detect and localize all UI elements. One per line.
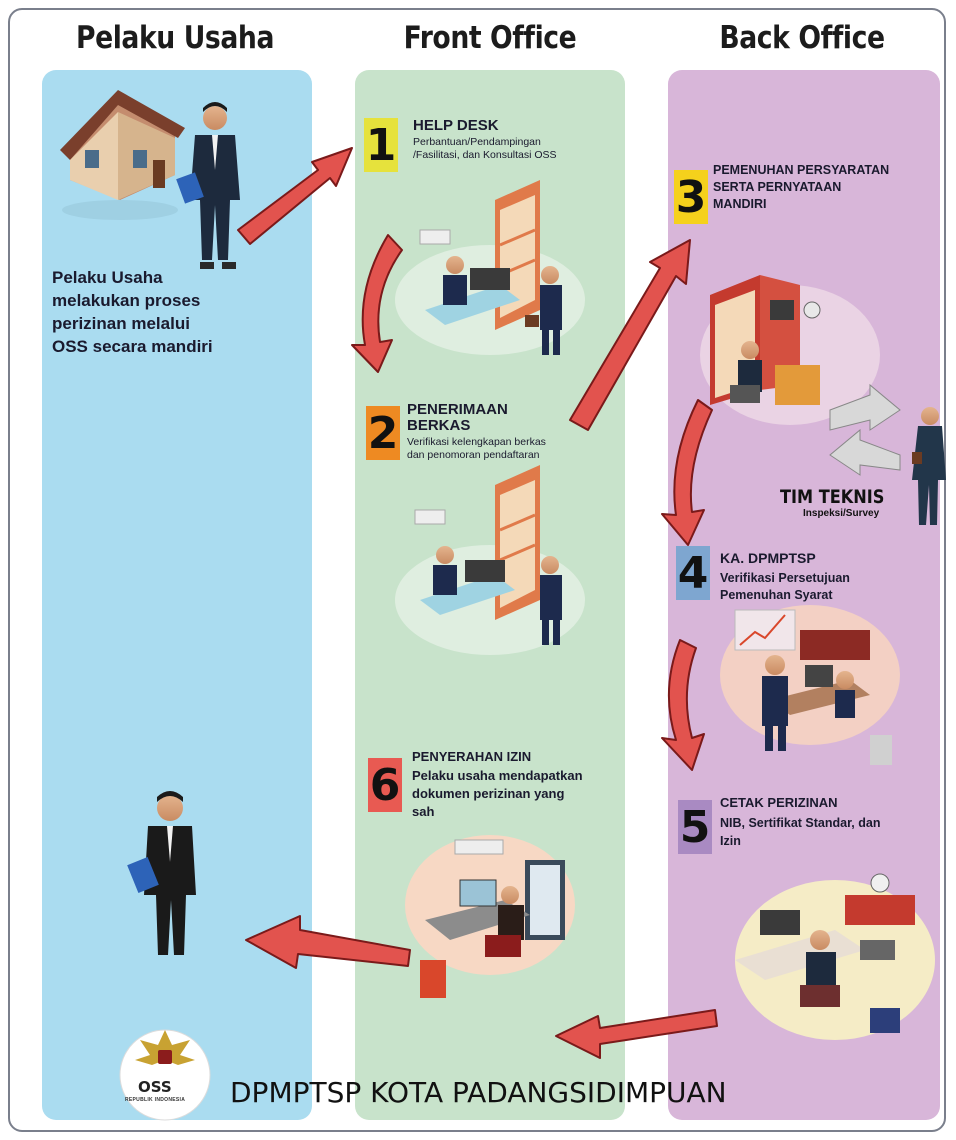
step-5-subtitle: NIB, Sertifikat Standar, dan Izin [720,814,880,850]
header-pelaku-usaha: Pelaku Usaha [75,20,275,56]
step-1-number: 1 [364,118,398,172]
office-scene-helpdesk [395,180,585,355]
step-2-subtitle: Verifikasi kelengkapan berkas dan penomo… [407,436,546,461]
oss-logo [119,1029,211,1121]
step-1-title: HELP DESK [413,117,499,134]
footer-title: DPMPTSP KOTA PADANGSIDIMPUAN [230,1076,727,1109]
step-1-sub-line-1: Perbantuan/Pendampingan [413,136,541,148]
step-1-subtitle: Perbantuan/Pendampingan /Fasilitasi, dan… [413,136,557,161]
tim-teknis-sublabel: Inspeksi/Survey [803,508,880,519]
office-scene-cetak [735,873,935,1040]
desc-line-2: melakukan proses [52,291,201,310]
tim-teknis-figure [912,407,946,525]
header-back-office: Back Office [719,20,885,56]
step-3-number: 3 [674,170,708,224]
step-6-sub-line-1: Pelaku usaha mendapatkan [412,768,583,783]
step-2-sub-line-2: dan penomoran pendaftaran [407,448,540,461]
office-scene-persyaratan [700,275,880,425]
house-illustration [60,90,185,220]
step-5-title: CETAK PERIZINAN [720,795,838,810]
step-5-number: 5 [678,800,712,854]
step-6-subtitle: Pelaku usaha mendapatkan dokumen perizin… [412,767,583,821]
step-4-sub-line-2: Pemenuhan Syarat [720,588,833,602]
step-2-title: PENERIMAAN BERKAS [407,402,508,434]
step-4-number: 4 [676,546,710,600]
step-3-title-line-1: PEMENUHAN PERSYARATAN [713,163,890,177]
step-5-sub-line-1: NIB, Sertifikat Standar, dan [720,816,881,830]
step-1-sub-line-2: /Fasilitasi, dan Konsultasi OSS [413,148,557,161]
step-3-title-line-3: MANDIRI [713,197,767,211]
desc-line-1: Pelaku Usaha [52,268,163,287]
oss-logo-text: OSS [138,1078,172,1096]
businessman-receiving-figure [127,791,196,955]
businessman-figure [176,102,240,269]
tim-teknis-label: TIM TEKNIS [780,486,885,508]
step-6-sub-line-3: sah [412,804,435,819]
header-front-office: Front Office [403,20,577,56]
consultation-arrows [829,383,901,476]
desc-line-4: OSS secara mandiri [52,337,213,356]
office-scene-kadinas [720,605,900,765]
desc-line-3: perizinan melalui [52,314,190,333]
step-4-sub-line-1: Verifikasi Persetujuan [720,571,850,585]
step-4-subtitle: Verifikasi Persetujuan Pemenuhan Syarat [720,570,850,604]
step-3-title-line-2: SERTA PERNYATAAN [713,180,842,194]
flow-arrows [237,147,718,1059]
step-2-number: 2 [366,406,400,460]
step-6-number: 6 [368,758,402,812]
step-2-title-line-1: PENERIMAAN [407,401,508,418]
step-6-sub-line-2: dokumen perizinan yang [412,786,565,801]
step-2-title-line-2: BERKAS [407,416,471,434]
office-scene-penyerahan [405,835,575,998]
pelaku-usaha-description: Pelaku Usaha melakukan proses perizinan … [52,266,213,358]
step-6-title: PENYERAHAN IZIN [412,749,532,764]
office-scene-penerimaan [395,465,585,655]
step-4-title: KA. DPMPTSP [720,550,816,566]
oss-logo-subtext: REPUBLIK INDONESIA [125,1097,186,1103]
step-2-sub-line-1: Verifikasi kelengkapan berkas [407,436,546,448]
step-3-title: PEMENUHAN PERSYARATAN SERTA PERNYATAAN M… [713,162,889,213]
step-5-sub-line-2: Izin [720,834,741,848]
